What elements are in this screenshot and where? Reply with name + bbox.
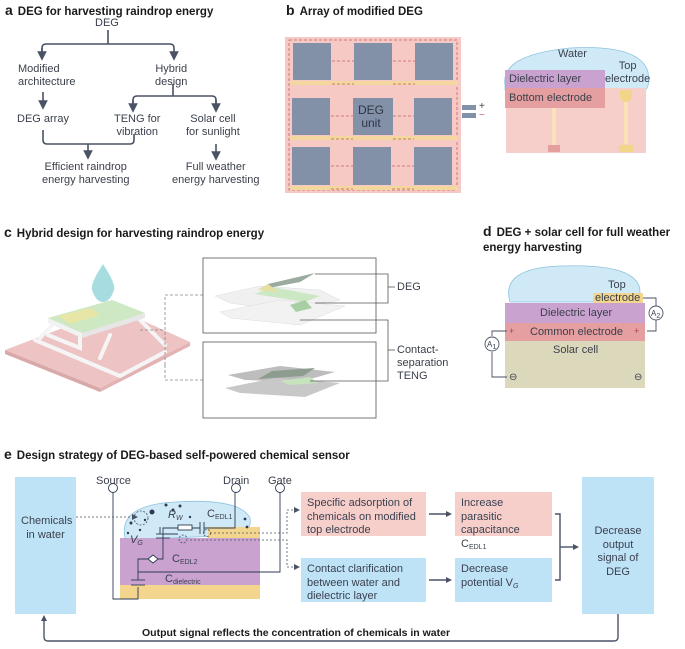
deg-unit (353, 147, 391, 185)
source-terminal (108, 483, 118, 493)
cdielectric-label: Cdielectric (165, 573, 201, 586)
bottom-electrode (505, 88, 605, 108)
node-deg-array: DEG array (17, 113, 69, 125)
flow-line (41, 43, 179, 61)
common-electrode-label: Common electrode (530, 326, 623, 338)
equivalent-circuit (112, 490, 281, 600)
top-electrode (593, 293, 643, 303)
teng-bracket (300, 319, 389, 382)
top-electrode-label-line1: Top (608, 279, 626, 291)
teng-detail-box (202, 341, 377, 419)
top-electrode-pin (620, 90, 632, 102)
deg-detail-box (202, 257, 377, 334)
plus-label: + (479, 101, 485, 112)
water-droplet (508, 265, 641, 303)
deg-unit (292, 147, 330, 185)
node-deg: DEG (95, 17, 119, 29)
deg-unit (354, 43, 392, 80)
deg-unit-labeled (353, 98, 393, 135)
rw-label: RW (168, 509, 183, 522)
deg-bracket (315, 273, 389, 304)
dielectric-layer (505, 70, 605, 88)
zoom-guide-lines (140, 294, 203, 381)
minus-right: ⊖ (634, 372, 643, 383)
deg-layer-render (214, 273, 346, 326)
deg-unit (415, 43, 453, 80)
teng-layer-render (225, 366, 340, 397)
flow-arrows (43, 513, 619, 642)
ammeter-a2-label: A2 (651, 309, 661, 320)
deg-label: DEG (397, 281, 421, 293)
deg-unit (414, 147, 452, 185)
deg-top-layer (48, 300, 145, 333)
cedl1-label: CEDL1 (207, 508, 233, 521)
solar-cell (505, 341, 645, 388)
circuit-wires (491, 297, 657, 378)
contact-clarification-box: Contact clarification between water and … (301, 558, 426, 602)
dashed-connectors (76, 509, 294, 568)
potential-box: Decrease potential VG (455, 558, 552, 602)
dielectric-layer (120, 538, 260, 585)
ammeter-a1-label: A1 (487, 340, 497, 351)
capacitance-box: Increase parasitic capacitance CEDL1 (455, 492, 552, 551)
bottom-electrode-label: Bottom electrode (509, 92, 593, 104)
drain-terminal (231, 483, 241, 493)
drain-label: Drain (223, 475, 250, 487)
dielectric-layer-label: Dielectric layer (540, 307, 613, 319)
feedback-label: Output signal reflects the concentration… (142, 627, 451, 639)
gate-label: Gate (268, 475, 292, 487)
deg-unit (293, 43, 331, 80)
adsorption-box: Specific adsorption of chemicals on modi… (301, 492, 426, 536)
deg-unit (414, 98, 452, 135)
flow-line (132, 95, 217, 106)
terminal-positive (462, 105, 476, 110)
plus-right: + (634, 326, 640, 336)
plus-left: + (509, 326, 515, 336)
ammeter-a2 (648, 305, 664, 321)
minus-left: ⊖ (509, 372, 518, 383)
ammeter-a1 (484, 336, 500, 352)
base-plate (5, 308, 190, 388)
minus-label: − (479, 110, 485, 121)
gate-terminal (275, 483, 285, 493)
deg-units (292, 43, 453, 185)
solar-cell-label: Solar cell (553, 344, 599, 356)
top-electrode-label-line2: electrode (595, 292, 641, 304)
dielectric-layer-label: Dielectric layer (509, 73, 582, 85)
raindrop-icon (91, 264, 115, 302)
source-label: Source (96, 475, 131, 487)
bottom-electrode (120, 585, 260, 599)
output-signal-box: Decrease output signal of DEG (582, 477, 654, 614)
deg-unit (292, 98, 330, 135)
vg-label: VG (130, 534, 143, 547)
water-label: Water (558, 48, 587, 60)
terminal-negative (462, 113, 476, 118)
common-electrode (505, 323, 645, 341)
cedl2-label: CEDL2 (172, 553, 198, 566)
dielectric-layer (505, 303, 645, 323)
